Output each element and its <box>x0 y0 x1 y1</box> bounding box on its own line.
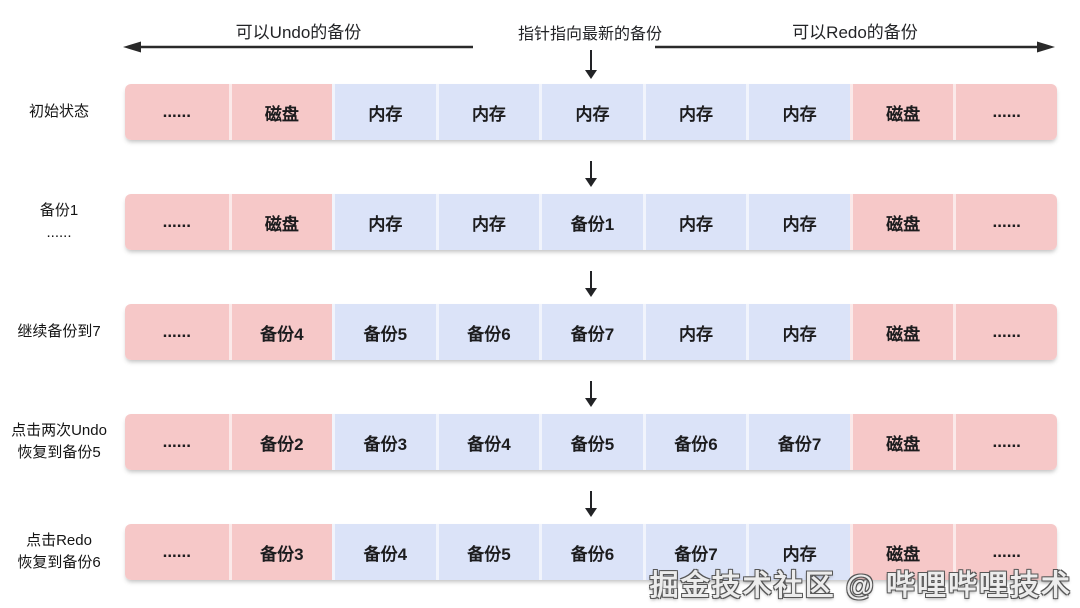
down-arrow-head <box>585 508 597 517</box>
cell-memory: 备份7 <box>642 524 747 580</box>
cell-disk: ...... <box>953 304 1057 360</box>
cell-memory: 内存 <box>332 84 436 140</box>
row-grid: ......磁盘内存内存内存内存内存磁盘...... <box>125 84 1057 140</box>
cell-disk: 磁盘 <box>849 194 954 250</box>
row-label-line: 恢复到备份5 <box>17 444 101 461</box>
cell-disk: ...... <box>953 194 1057 250</box>
cell-disk: ...... <box>953 84 1057 140</box>
cell-memory: 备份1 <box>539 194 643 250</box>
cell-disk: ...... <box>125 304 229 360</box>
cell-memory: 备份6 <box>642 414 747 470</box>
cell-memory: 备份4 <box>435 414 540 470</box>
down-arrow-icon <box>584 271 598 297</box>
down-arrow-shaft <box>590 271 592 288</box>
cell-memory: 备份3 <box>332 414 436 470</box>
down-arrow-icon <box>584 161 598 187</box>
cell-disk: 磁盘 <box>849 304 954 360</box>
cell-memory: 内存 <box>746 84 850 140</box>
down-arrow-icon <box>584 381 598 407</box>
cell-memory: 内存 <box>332 194 436 250</box>
state-row: 初始状态......磁盘内存内存内存内存内存磁盘...... <box>0 84 1080 140</box>
cell-disk: ...... <box>125 194 229 250</box>
cell-memory: 备份5 <box>332 304 436 360</box>
cell-disk: 磁盘 <box>849 414 954 470</box>
row-label-line: 点击两次Undo <box>11 422 107 440</box>
cell-memory: 备份7 <box>746 414 850 470</box>
watermark: 掘金技术社区 @ 哔哩哔哩技术 <box>649 570 1072 602</box>
down-arrow-shaft <box>590 491 592 508</box>
row-label-line: 备份1 <box>39 202 79 220</box>
cell-memory: 内存 <box>746 304 850 360</box>
row-label: 点击两次Undo 恢复到备份5 <box>0 414 118 470</box>
down-arrow-shaft <box>590 161 592 178</box>
cell-disk: ...... <box>125 524 229 580</box>
cell-disk: 磁盘 <box>228 84 333 140</box>
cell-memory: 内存 <box>539 84 643 140</box>
cell-memory: 内存 <box>642 304 747 360</box>
cell-disk: ...... <box>953 524 1057 580</box>
cell-memory: 内存 <box>435 194 540 250</box>
down-arrow-shaft <box>590 381 592 398</box>
cell-disk: 备份3 <box>228 524 333 580</box>
down-arrow-head <box>585 288 597 297</box>
row-label-line: 恢复到备份6 <box>17 554 101 571</box>
cell-memory: 备份6 <box>435 304 540 360</box>
cell-disk: ...... <box>953 414 1057 470</box>
cell-memory: 备份5 <box>435 524 540 580</box>
row-label: 初始状态 <box>0 84 118 140</box>
cell-memory: 备份6 <box>539 524 643 580</box>
cell-memory: 内存 <box>642 84 747 140</box>
down-arrow-head <box>585 178 597 187</box>
redo-range-label: 可以Redo的备份 <box>792 23 918 42</box>
cell-disk: 备份2 <box>228 414 333 470</box>
cell-disk: 磁盘 <box>228 194 333 250</box>
cell-memory: 内存 <box>642 194 747 250</box>
cell-memory: 备份5 <box>539 414 643 470</box>
row-label-line: 点击Redo <box>26 532 92 550</box>
redo-right-arrow-icon <box>655 41 1055 53</box>
cell-memory: 备份4 <box>332 524 436 580</box>
down-arrow-head <box>585 398 597 407</box>
cell-disk: 备份4 <box>228 304 333 360</box>
cell-disk: ...... <box>125 84 229 140</box>
pointer-label: 指针指向最新的备份 <box>517 26 662 43</box>
down-arrow-icon <box>584 491 598 517</box>
cell-disk: 磁盘 <box>849 524 954 580</box>
undo-left-arrow-icon <box>123 41 473 53</box>
cell-memory: 内存 <box>435 84 540 140</box>
undo-range-label: 可以Undo的备份 <box>235 23 362 42</box>
cell-memory: 内存 <box>746 194 850 250</box>
row-label-line: 继续备份到7 <box>17 323 101 341</box>
row-label-line: ...... <box>46 224 72 241</box>
cell-disk: 磁盘 <box>849 84 954 140</box>
row-label-line: 初始状态 <box>28 103 89 121</box>
cell-memory: 内存 <box>746 524 850 580</box>
row-label: 继续备份到7 <box>0 304 118 360</box>
cell-disk: ...... <box>125 414 229 470</box>
pointer-down-arrow-icon <box>584 50 598 79</box>
row-label: 点击Redo 恢复到备份6 <box>0 524 118 580</box>
cell-memory: 备份7 <box>539 304 643 360</box>
row-label: 备份1...... <box>0 194 118 250</box>
